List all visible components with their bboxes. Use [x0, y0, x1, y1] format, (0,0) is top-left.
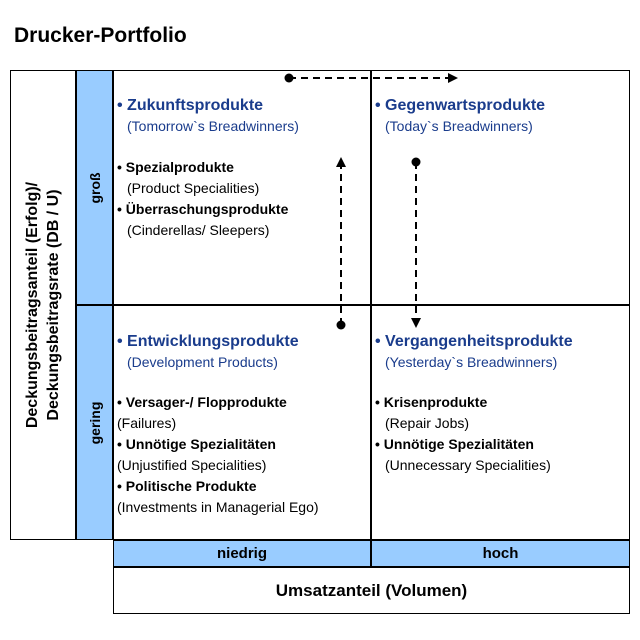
product-item: • Versager-/ Flopprodukte [117, 394, 287, 410]
quadrant-bottom-left [113, 305, 371, 540]
quadrant-heading-en: (Yesterday`s Breadwinners) [385, 354, 558, 370]
x-level-low-cell: niedrig [113, 540, 371, 567]
x-level-low-label: niedrig [216, 545, 267, 562]
x-axis-label: Umsatzanteil (Volumen) [275, 580, 468, 600]
quadrant-heading: • Vergangenheitsprodukte [375, 333, 573, 350]
y-axis-label-area [10, 70, 76, 540]
product-item-en: (Product Specialities) [127, 180, 260, 196]
product-item: • Krisenprodukte [375, 394, 488, 410]
quadrant-heading: • Entwicklungsprodukte [117, 333, 299, 350]
y-level-high-cell: groß [76, 70, 113, 305]
x-axis-label-box: Umsatzanteil (Volumen) [113, 567, 630, 614]
quadrant-bottom-right-text: • Vergangenheitsprodukte (Yesterday`s Br… [375, 331, 573, 476]
quadrant-top-right [371, 70, 630, 305]
diagram-title: Drucker-Portfolio [14, 24, 187, 47]
quadrant-bottom-right [371, 305, 630, 540]
product-item-en: (Cinderellas/ Sleepers) [127, 222, 270, 238]
quadrant-top-left [113, 70, 371, 305]
y-level-high-label: groß [86, 171, 103, 204]
product-item: • Spezialprodukte [117, 159, 234, 175]
quadrant-heading-en: (Development Products) [127, 354, 278, 370]
product-item: • Unnötige Spezialitäten [375, 436, 534, 452]
y-level-low-cell: gering [76, 305, 113, 540]
product-item-en: (Investments in Managerial Ego) [117, 499, 319, 515]
x-level-high-cell: hoch [371, 540, 630, 567]
quadrant-bottom-left-text: • Entwicklungsprodukte (Development Prod… [117, 331, 319, 518]
product-item-en: (Unjustified Specialities) [117, 457, 267, 473]
product-item: • Politische Produkte [117, 478, 257, 494]
quadrant-heading: • Gegenwartsprodukte [375, 97, 546, 114]
x-level-high-label: hoch [482, 545, 519, 562]
quadrant-heading-en: (Today`s Breadwinners) [385, 118, 533, 134]
product-item: • Unnötige Spezialitäten [117, 436, 276, 452]
y-level-low-label: gering [86, 401, 103, 444]
y-axis-label-line2: Deckungsbeitragsrate (DB / U) [45, 189, 62, 421]
quadrant-heading: • Zukunftsprodukte [117, 97, 264, 114]
y-axis-label-line1: Deckungsbeitragsanteil (Erfolg)/ [24, 181, 41, 429]
y-axis-label: Deckungsbeitragsanteil (Erfolg)/ Deckung… [22, 70, 64, 540]
quadrant-heading-en: (Tomorrow`s Breadwinners) [127, 118, 299, 134]
product-item-en: (Repair Jobs) [385, 415, 470, 431]
product-item: • Überraschungsprodukte [117, 201, 289, 217]
quadrant-top-left-text: • Zukunftsprodukte (Tomorrow`s Breadwinn… [117, 95, 299, 241]
quadrant-top-right-text: • Gegenwartsprodukte (Today`s Breadwinne… [375, 95, 545, 137]
product-item-en: (Unnecessary Specialities) [385, 457, 551, 473]
product-item-en: (Failures) [117, 415, 177, 431]
